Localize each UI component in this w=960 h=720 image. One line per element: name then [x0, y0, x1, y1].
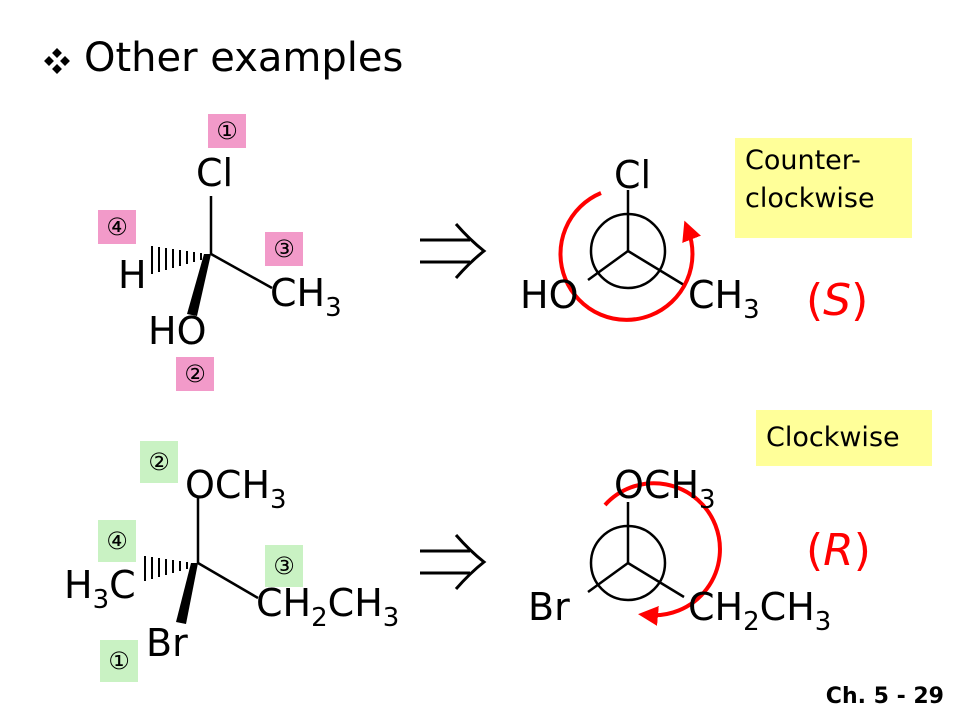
priority-badge-4: ④: [98, 210, 136, 244]
priority-badge-1: ①: [100, 640, 138, 682]
hashed-bond: [144, 556, 195, 581]
configuration-label-s: (S): [806, 275, 869, 326]
counterclockwise-arrow-icon: [558, 191, 701, 322]
direction-note-clockwise: Clockwise: [756, 410, 932, 466]
priority-badge-3: ③: [265, 232, 303, 266]
m1-newman-left: HO: [520, 273, 578, 317]
priority-badge-2: ②: [140, 441, 178, 483]
molecule-1-newman: Cl HO CH3: [520, 153, 760, 325]
m2-newman-right: CH2CH3: [688, 585, 831, 637]
configuration-label-r: (R): [806, 525, 871, 576]
priority-badge-1: ①: [208, 114, 246, 148]
wedge-bond: [187, 254, 211, 316]
m1-newman-top: Cl: [614, 153, 651, 197]
molecule-2-newman: OCH3 Br CH2CH3: [528, 463, 831, 637]
m2-bottom-group: Br: [146, 621, 188, 665]
implies-arrow-icon: [420, 223, 487, 279]
m1-left-group: H: [118, 253, 147, 297]
slide-title: Other examples: [84, 35, 404, 81]
clockwise-arrow-icon: [603, 481, 722, 626]
priority-badge-3: ③: [265, 545, 303, 587]
page-number: Ch. 5 - 29: [825, 684, 944, 709]
m1-right-group: CH3: [270, 271, 342, 323]
priority-badge-4: ④: [98, 520, 136, 562]
m2-left-group: H3C: [64, 563, 136, 615]
m2-right-group: CH2CH3: [256, 581, 399, 633]
priority-badge-2: ②: [176, 357, 214, 391]
m1-newman-right: CH3: [688, 273, 760, 325]
wedge-bond: [176, 563, 198, 624]
implies-arrow-icon: [420, 534, 487, 590]
m1-top-group: Cl: [196, 151, 233, 195]
diamond-bullet-icon: [44, 48, 70, 74]
direction-note-counterclockwise: Counter- clockwise: [735, 138, 912, 238]
molecule-2-structure: OCH3 H3C Br CH2CH3: [64, 463, 399, 665]
m2-top-group: OCH3: [185, 463, 287, 515]
molecule-1-structure: Cl H HO CH3: [118, 151, 342, 353]
m2-newman-left: Br: [528, 585, 570, 629]
m2-newman-top: OCH3: [614, 463, 716, 515]
m1-bottom-group: HO: [148, 309, 206, 353]
